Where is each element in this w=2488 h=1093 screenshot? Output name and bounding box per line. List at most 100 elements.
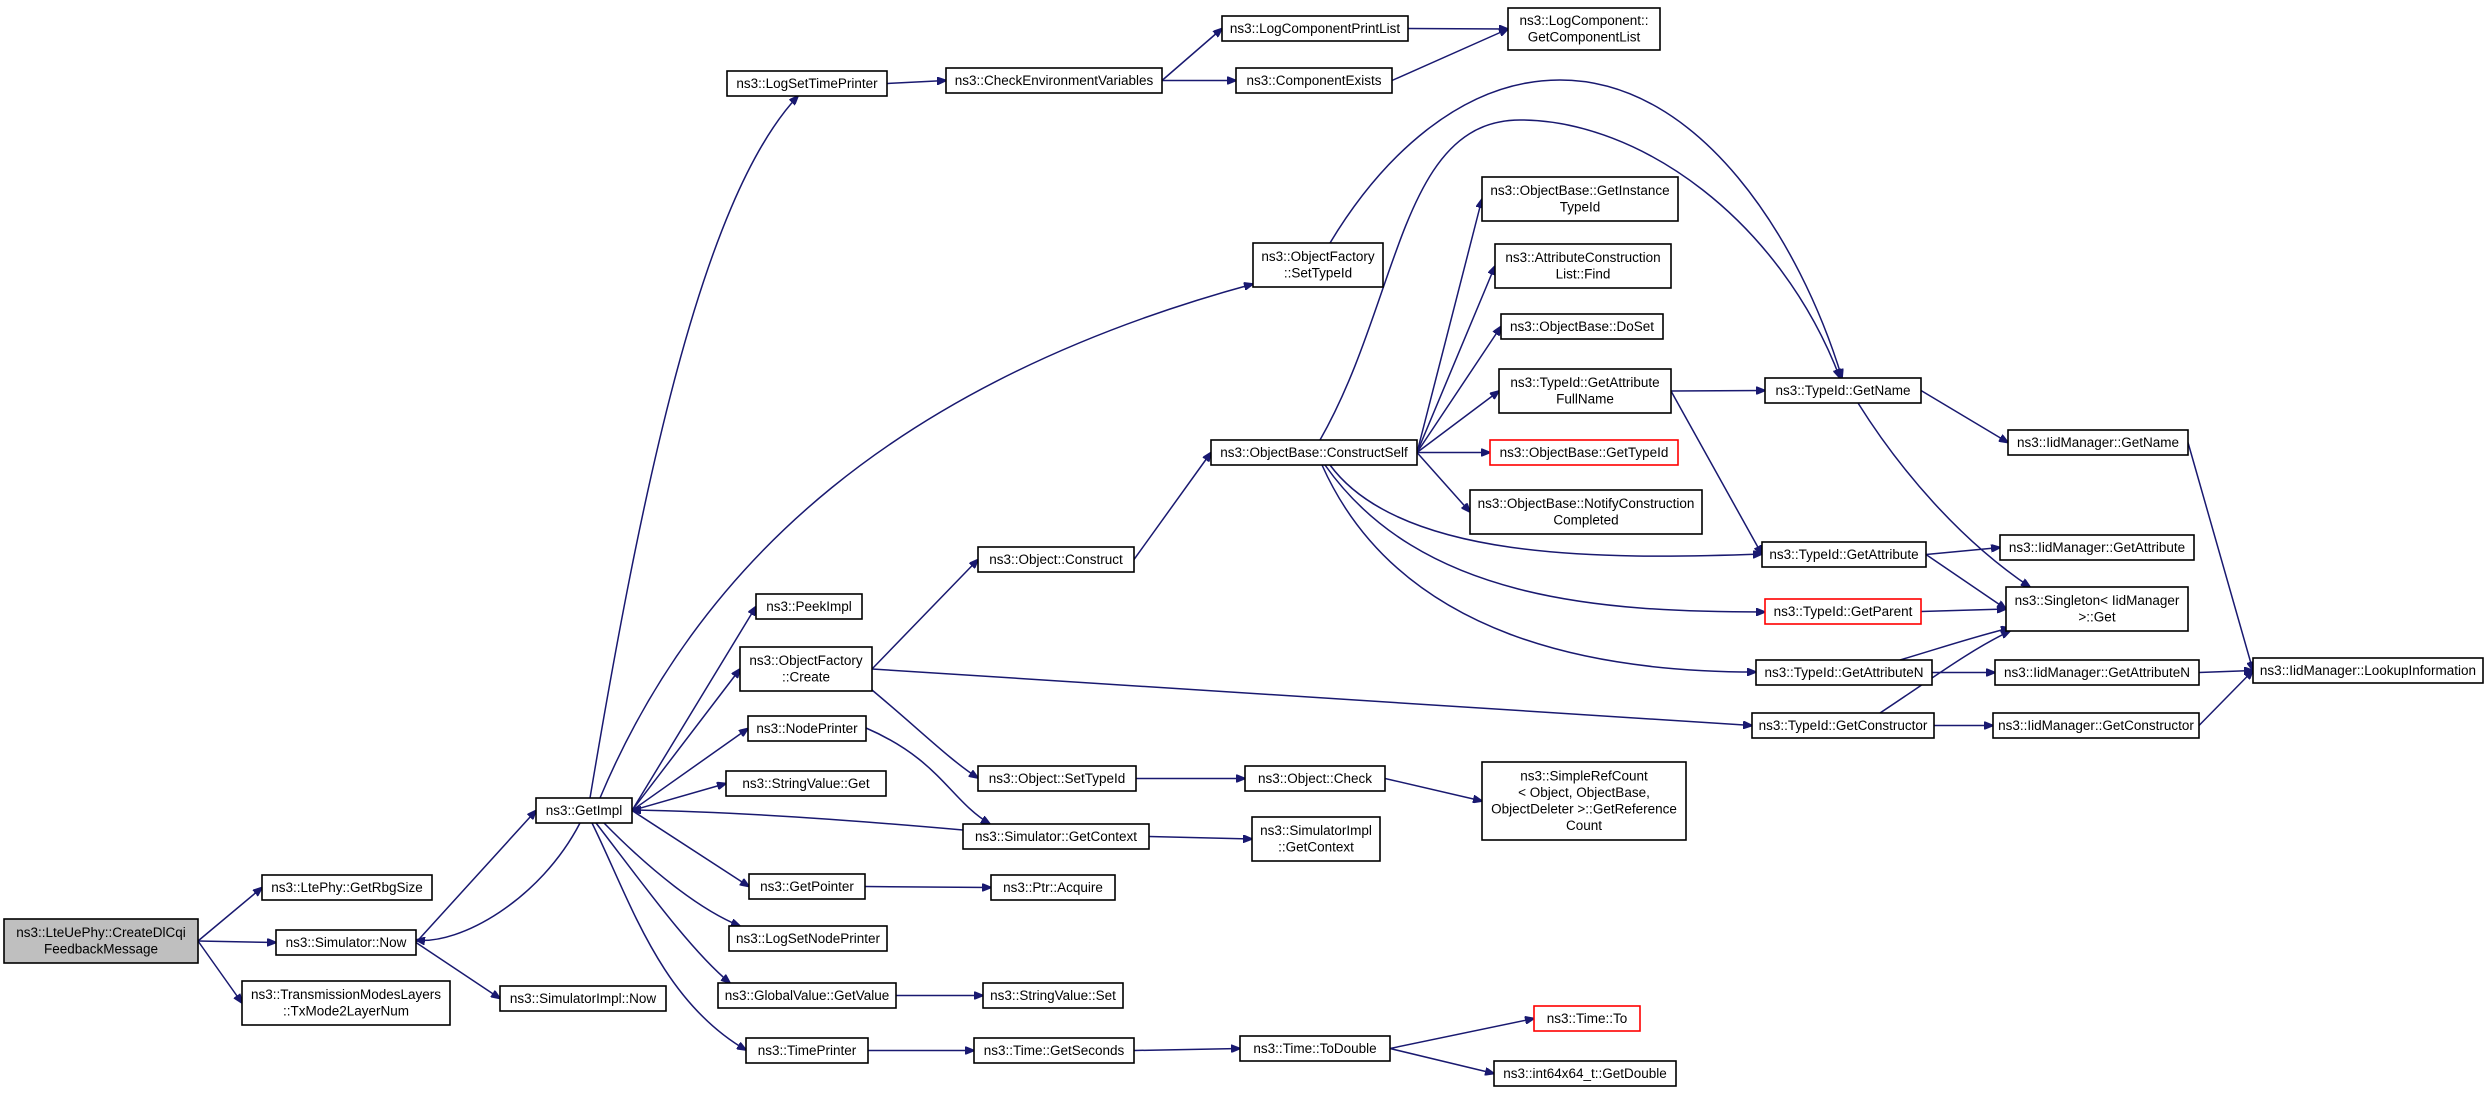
node-stringValueGet[interactable]: ns3::StringValue::Get bbox=[725, 770, 887, 797]
node-objectCheck[interactable]: ns3::Object::Check bbox=[1244, 765, 1386, 792]
edge-getImpl-to-objFactorySetTypeId bbox=[599, 284, 1253, 799]
node-box bbox=[1481, 761, 1687, 841]
node-label: ns3::Object::Check bbox=[1258, 771, 1372, 786]
edge-typeIdGetConstructor-to-singletonGet bbox=[1879, 631, 2010, 714]
node-notifyConstr[interactable]: ns3::ObjectBase::NotifyConstructionCompl… bbox=[1469, 489, 1703, 535]
node-objectConstruct[interactable]: ns3::Object::Construct bbox=[977, 546, 1135, 573]
node-logSetNodePrinter[interactable]: ns3::LogSetNodePrinter bbox=[728, 925, 888, 952]
node-label: ns3::LogSetNodePrinter bbox=[736, 931, 881, 946]
node-simImplGetContext[interactable]: ns3::SimulatorImpl::GetContext bbox=[1251, 816, 1381, 862]
edge-constructSelf-to-typeIdGetParent bbox=[1324, 464, 1765, 612]
node-nodePrinter[interactable]: ns3::NodePrinter bbox=[747, 715, 867, 742]
edge-typeIdGetAttribute-to-iidGetAttribute bbox=[1925, 548, 2000, 556]
edge-objFactoryCreate-to-typeIdGetConstructor bbox=[871, 668, 1752, 726]
node-componentExists[interactable]: ns3::ComponentExists bbox=[1235, 67, 1393, 94]
node-objectSetTypeId[interactable]: ns3::Object::SetTypeId bbox=[977, 765, 1137, 792]
node-constructSelf[interactable]: ns3::ObjectBase::ConstructSelf bbox=[1210, 439, 1418, 466]
node-peekImpl[interactable]: ns3::PeekImpl bbox=[755, 593, 863, 620]
node-box bbox=[261, 874, 433, 901]
node-label: ns3::Ptr::Acquire bbox=[1003, 880, 1103, 895]
node-box bbox=[1533, 1005, 1641, 1032]
node-iidGetConstructor[interactable]: ns3::IidManager::GetConstructor bbox=[1992, 712, 2200, 739]
node-simNow[interactable]: ns3::Simulator::Now bbox=[275, 929, 417, 956]
node-box bbox=[2252, 657, 2484, 684]
node-label: ns3::ObjectBase::ConstructSelf bbox=[1220, 445, 1408, 460]
node-timeTo[interactable]: ns3::Time::To bbox=[1533, 1005, 1641, 1032]
node-label: ns3::ObjectBase::GetTypeId bbox=[1500, 445, 1669, 460]
node-doSet[interactable]: ns3::ObjectBase::DoSet bbox=[1500, 313, 1664, 340]
edge-objectConstruct-to-constructSelf bbox=[1133, 453, 1211, 560]
node-label: TypeId bbox=[1560, 200, 1601, 215]
node-typeIdGetName[interactable]: ns3::TypeId::GetName bbox=[1764, 377, 1922, 404]
node-timeToDouble[interactable]: ns3::Time::ToDouble bbox=[1239, 1035, 1391, 1062]
node-globalValueGet[interactable]: ns3::GlobalValue::GetValue bbox=[717, 982, 897, 1009]
node-iidGetAttributeN[interactable]: ns3::IidManager::GetAttributeN bbox=[1994, 659, 2200, 686]
node-timeGetSeconds[interactable]: ns3::Time::GetSeconds bbox=[973, 1037, 1135, 1064]
node-singletonGet[interactable]: ns3::Singleton< IidManager>::Get bbox=[2005, 586, 2189, 632]
node-timePrinter[interactable]: ns3::TimePrinter bbox=[745, 1037, 869, 1064]
node-box bbox=[977, 765, 1137, 792]
node-box bbox=[973, 1037, 1135, 1064]
node-objBaseGetTypeId[interactable]: ns3::ObjectBase::GetTypeId bbox=[1489, 439, 1679, 466]
node-label: FullName bbox=[1556, 392, 1614, 407]
edge-typeIdGetAttributeN-to-singletonGet bbox=[1899, 628, 2010, 661]
node-typeIdGetParent[interactable]: ns3::TypeId::GetParent bbox=[1764, 598, 1922, 625]
node-box bbox=[990, 874, 1116, 901]
node-box bbox=[3, 918, 199, 964]
node-iidGetName[interactable]: ns3::IidManager::GetName bbox=[2007, 429, 2189, 456]
node-label: ns3::LtePhy::GetRbgSize bbox=[271, 880, 423, 895]
node-label: ns3::PeekImpl bbox=[766, 599, 852, 614]
node-iidLookup[interactable]: ns3::IidManager::LookupInformation bbox=[2252, 657, 2484, 684]
node-ptrAcquire[interactable]: ns3::Ptr::Acquire bbox=[990, 874, 1116, 901]
node-typeIdGetConstructor[interactable]: ns3::TypeId::GetConstructor bbox=[1751, 712, 1935, 739]
node-getPointer[interactable]: ns3::GetPointer bbox=[748, 873, 866, 900]
edge-objFactoryCreate-to-objectConstruct bbox=[871, 560, 978, 670]
node-simGetContext[interactable]: ns3::Simulator::GetContext bbox=[962, 823, 1150, 850]
edge-root-to-txMode bbox=[197, 940, 242, 1003]
node-label: ns3::TypeId::GetParent bbox=[1774, 604, 1913, 619]
node-label: ns3::Time::ToDouble bbox=[1253, 1041, 1376, 1056]
node-logCompPrintList[interactable]: ns3::LogComponentPrintList bbox=[1221, 15, 1409, 42]
edge-simNow-to-simImplNow bbox=[415, 941, 500, 999]
node-logSetTimePrinter[interactable]: ns3::LogSetTimePrinter bbox=[726, 70, 888, 97]
node-typeIdGetAttributeN[interactable]: ns3::TypeId::GetAttributeN bbox=[1755, 659, 1933, 686]
node-box bbox=[535, 797, 633, 824]
node-label: ::SetTypeId bbox=[1284, 266, 1352, 281]
node-label: ns3::IidManager::GetConstructor bbox=[1998, 718, 2194, 733]
node-stringValueSet[interactable]: ns3::StringValue::Set bbox=[982, 982, 1124, 1009]
node-label: ns3::ObjectFactory bbox=[1261, 249, 1375, 264]
nodes-layer: ns3::LteUePhy::CreateDlCqiFeedbackMessag… bbox=[3, 7, 2484, 1087]
node-box bbox=[1244, 765, 1386, 792]
node-label: ns3::ObjectBase::GetInstance bbox=[1490, 183, 1669, 198]
node-txMode[interactable]: ns3::TransmissionModesLayers::TxMode2Lay… bbox=[241, 980, 451, 1026]
node-iidGetAttribute[interactable]: ns3::IidManager::GetAttribute bbox=[1999, 534, 2195, 561]
node-simpleRefCount[interactable]: ns3::SimpleRefCount< Object, ObjectBase,… bbox=[1481, 761, 1687, 841]
node-objFactoryCreate[interactable]: ns3::ObjectFactory::Create bbox=[739, 646, 873, 692]
node-simImplNow[interactable]: ns3::SimulatorImpl::Now bbox=[499, 985, 667, 1012]
node-box bbox=[945, 67, 1163, 94]
node-label: < Object, ObjectBase, bbox=[1518, 785, 1650, 800]
node-label: ns3::Simulator::Now bbox=[286, 935, 407, 950]
node-typeIdGetAttribute[interactable]: ns3::TypeId::GetAttribute bbox=[1761, 541, 1927, 568]
node-int64GetDouble[interactable]: ns3::int64x64_t::GetDouble bbox=[1493, 1060, 1677, 1087]
node-label: ::Create bbox=[782, 670, 830, 685]
node-box bbox=[1221, 15, 1409, 42]
edge-constructSelf-to-doSet bbox=[1416, 327, 1501, 453]
node-getImpl[interactable]: ns3::GetImpl bbox=[535, 797, 633, 824]
node-label: ns3::TimePrinter bbox=[758, 1043, 857, 1058]
node-getComponentList[interactable]: ns3::LogComponent::GetComponentList bbox=[1507, 7, 1661, 51]
node-getRbgSize[interactable]: ns3::LtePhy::GetRbgSize bbox=[261, 874, 433, 901]
node-objFactorySetTypeId[interactable]: ns3::ObjectFactory::SetTypeId bbox=[1252, 242, 1384, 288]
edge-getAttrFullName-to-typeIdGetAttribute bbox=[1670, 390, 1762, 555]
node-checkEnv[interactable]: ns3::CheckEnvironmentVariables bbox=[945, 67, 1163, 94]
node-box bbox=[1764, 598, 1922, 625]
node-box bbox=[1251, 816, 1381, 862]
node-label: ns3::SimulatorImpl bbox=[1260, 823, 1372, 838]
node-label: ns3::ObjectBase::NotifyConstruction bbox=[1478, 496, 1695, 511]
node-label: ns3::TypeId::GetAttribute bbox=[1510, 375, 1659, 390]
node-root[interactable]: ns3::LteUePhy::CreateDlCqiFeedbackMessag… bbox=[3, 918, 199, 964]
edge-constructSelf-to-notifyConstr bbox=[1416, 452, 1470, 513]
